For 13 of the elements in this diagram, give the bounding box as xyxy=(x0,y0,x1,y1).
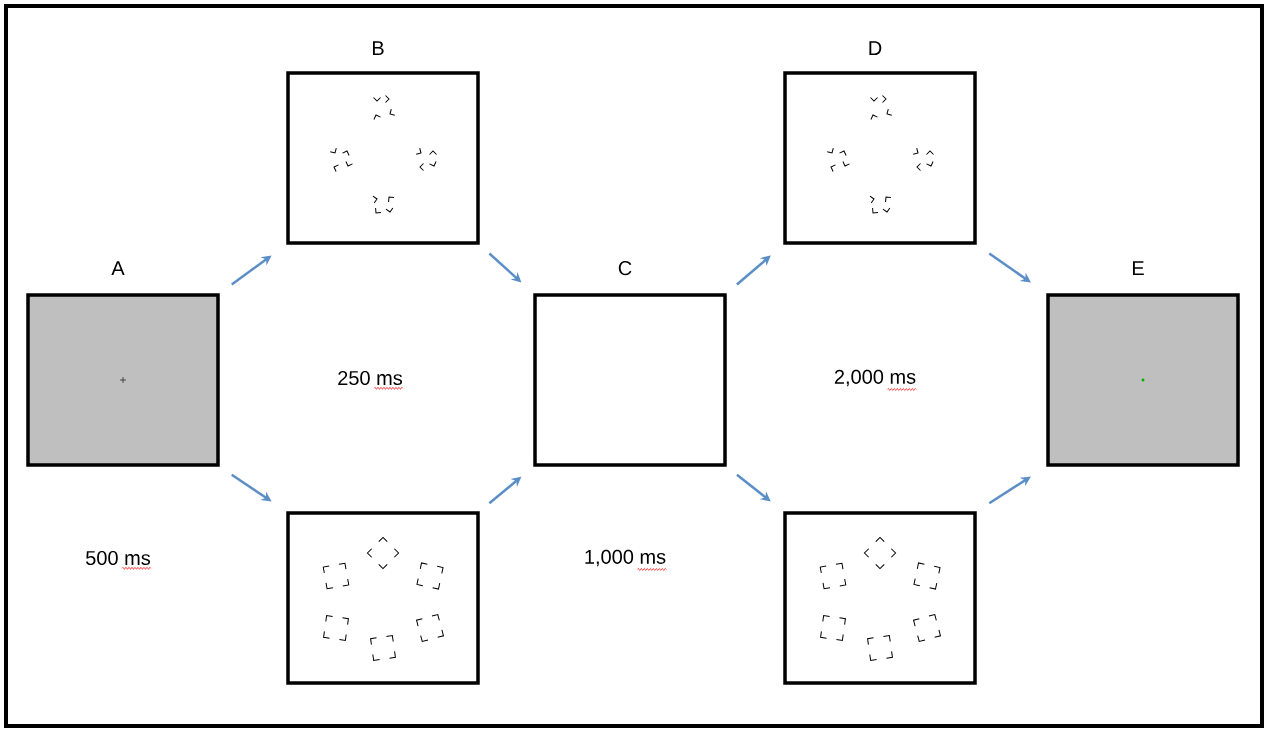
arrow xyxy=(736,255,771,286)
arrow xyxy=(988,476,1031,505)
duration-label: 500 ms xyxy=(86,550,151,566)
duration-label: 2,000 ms xyxy=(834,369,916,387)
arrow xyxy=(988,252,1031,283)
arrow xyxy=(736,473,771,502)
panel-letter: E xyxy=(1133,261,1144,275)
panel-letter: D xyxy=(869,41,882,55)
panel-letter: B xyxy=(373,41,384,55)
panel-letter: A xyxy=(111,261,125,275)
duration-label: 250 ms xyxy=(338,370,403,386)
panel-letter: C xyxy=(618,261,632,276)
duration-label: 1,000 ms xyxy=(585,549,666,567)
